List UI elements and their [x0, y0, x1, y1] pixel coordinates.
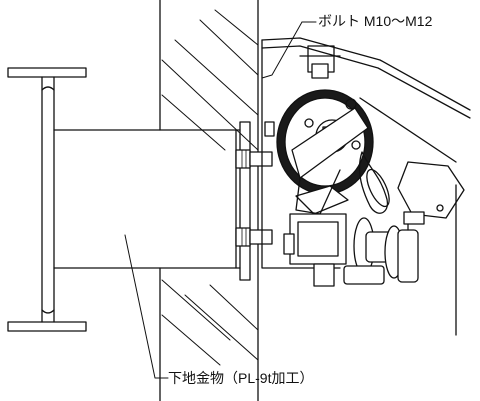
base-bracket-label: 下地金物（PL-9t加工） [168, 370, 314, 386]
bolt-label: ボルト M10〜M12 [318, 13, 433, 29]
gear-box [283, 213, 404, 287]
arm-linkage [291, 107, 390, 215]
leader-lines [124, 21, 317, 379]
wall-hatching [159, 0, 259, 401]
h-beam [7, 67, 87, 332]
bracket-bolts [235, 121, 275, 247]
hanger-tag [359, 97, 465, 336]
